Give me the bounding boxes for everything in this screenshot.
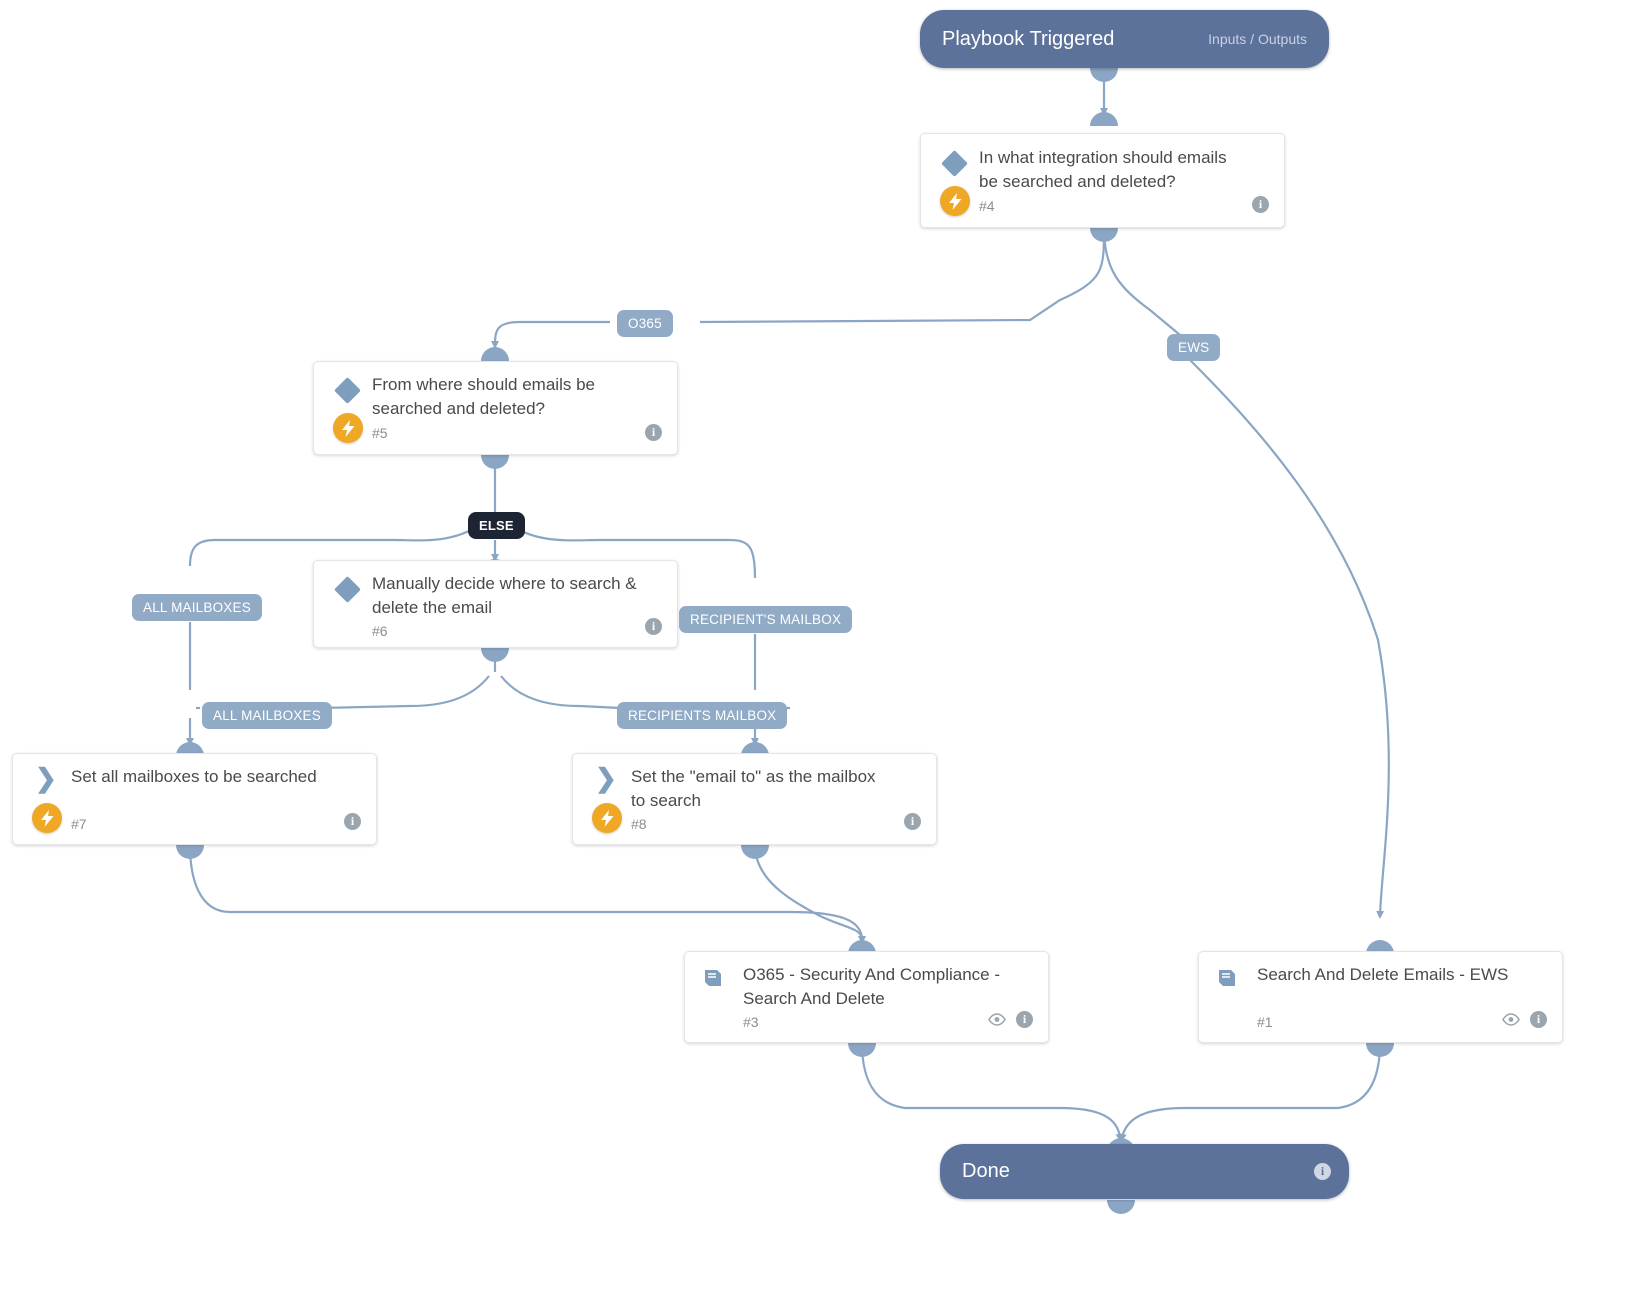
- node-number: #6: [372, 623, 388, 639]
- edge-label-all-mailboxes-top[interactable]: ALL MAILBOXES: [132, 594, 262, 621]
- info-icon[interactable]: i: [1016, 1011, 1033, 1028]
- node-7-task[interactable]: ❯ Set all mailboxes to be searched #7 i: [12, 753, 377, 845]
- node-number: #5: [372, 425, 388, 441]
- eye-icon[interactable]: [988, 1013, 1006, 1026]
- node-4-condition[interactable]: In what integration should emails be sea…: [920, 133, 1285, 228]
- inputs-outputs-link[interactable]: Inputs / Outputs: [1208, 31, 1307, 47]
- edge-label-o365[interactable]: O365: [617, 310, 673, 337]
- diamond-icon: [941, 150, 968, 177]
- node-playbook-triggered[interactable]: Playbook Triggered Inputs / Outputs: [920, 10, 1329, 68]
- bolt-icon: [32, 803, 62, 833]
- node-title: Search And Delete Emails - EWS: [1257, 965, 1509, 984]
- diamond-icon: [334, 576, 361, 603]
- bolt-icon: [940, 186, 970, 216]
- edge-label-recipients-mailbox-top[interactable]: RECIPIENT'S MAILBOX: [679, 606, 853, 633]
- node-number: #4: [979, 198, 995, 214]
- edge-label-ews[interactable]: EWS: [1167, 334, 1221, 361]
- node-1-subplaybook[interactable]: Search And Delete Emails - EWS #1 i: [1198, 951, 1563, 1043]
- eye-icon[interactable]: [1502, 1013, 1520, 1026]
- bolt-icon: [333, 413, 363, 443]
- info-icon[interactable]: i: [1314, 1163, 1331, 1180]
- chevron-icon: ❯: [35, 763, 57, 793]
- bolt-icon: [592, 803, 622, 833]
- info-icon[interactable]: i: [1252, 196, 1269, 213]
- node-8-task[interactable]: ❯ Set the "email to" as the mailbox to s…: [572, 753, 937, 845]
- node-number: #1: [1257, 1014, 1273, 1030]
- node-number: #8: [631, 816, 647, 832]
- node-title: Set the "email to" as the mailbox to sea…: [631, 767, 876, 810]
- node-5-condition[interactable]: From where should emails be searched and…: [313, 361, 678, 455]
- node-title: Set all mailboxes to be searched: [71, 767, 317, 786]
- book-icon: [701, 966, 723, 988]
- info-icon[interactable]: i: [344, 813, 361, 830]
- info-icon[interactable]: i: [645, 424, 662, 441]
- node-title: Done: [962, 1160, 1010, 1182]
- info-icon[interactable]: i: [1530, 1011, 1547, 1028]
- node-title: From where should emails be searched and…: [372, 375, 595, 418]
- edge-label-else[interactable]: ELSE: [468, 512, 525, 539]
- book-icon: [1215, 966, 1237, 988]
- edge-label-all-mailboxes-bottom[interactable]: ALL MAILBOXES: [202, 702, 332, 729]
- chevron-icon: ❯: [595, 763, 617, 793]
- node-title: Playbook Triggered: [942, 27, 1115, 50]
- node-done[interactable]: Done i: [940, 1144, 1349, 1199]
- node-title: Manually decide where to search & delete…: [372, 574, 637, 617]
- node-title: In what integration should emails be sea…: [979, 148, 1227, 191]
- edge-label-recipients-mailbox-bottom[interactable]: RECIPIENTS MAILBOX: [617, 702, 788, 729]
- info-icon[interactable]: i: [645, 618, 662, 635]
- node-3-subplaybook[interactable]: O365 - Security And Compliance - Search …: [684, 951, 1049, 1043]
- node-title: O365 - Security And Compliance - Search …: [743, 965, 1001, 1008]
- node-number: #7: [71, 816, 87, 832]
- node-6-condition[interactable]: Manually decide where to search & delete…: [313, 560, 678, 648]
- node-number: #3: [743, 1014, 759, 1030]
- info-icon[interactable]: i: [904, 813, 921, 830]
- diamond-icon: [334, 377, 361, 404]
